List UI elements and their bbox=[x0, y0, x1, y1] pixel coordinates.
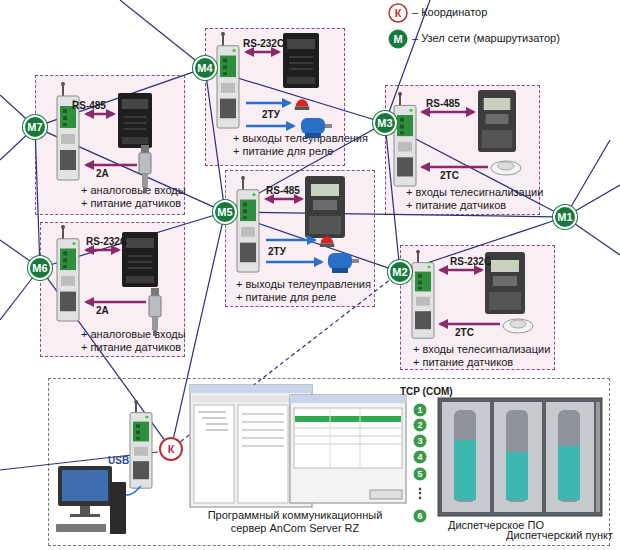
legend-text: – Координатор bbox=[412, 6, 487, 19]
remote-site-box: + аналоговые входы + питание датчиков bbox=[35, 75, 185, 215]
feature-note: + аналоговые входы + питание датчиков bbox=[81, 184, 188, 210]
signal-label: 2ТУ bbox=[262, 109, 280, 121]
legend-letter: М bbox=[390, 33, 406, 45]
ellipsis-mark: ⋮ bbox=[413, 487, 427, 499]
node-label: М1 bbox=[557, 211, 572, 223]
signal-label: 2ТУ bbox=[268, 246, 286, 258]
interface-label: RS-485 bbox=[426, 98, 460, 110]
legend-text: – Узел сети (маршрутизатор) bbox=[412, 32, 560, 45]
channel-number: 4 bbox=[413, 451, 427, 463]
node-label: М6 bbox=[32, 262, 47, 274]
software-caption: Программный коммуникационный сервер AnCo… bbox=[207, 509, 384, 535]
coordinator-node: К bbox=[159, 437, 183, 461]
channel-number: 3 bbox=[413, 435, 427, 447]
router-node: М7 bbox=[23, 115, 47, 139]
channel-number: 6 bbox=[413, 510, 427, 522]
interface-label: RS-232C bbox=[450, 256, 491, 268]
node-label: М4 bbox=[197, 62, 212, 74]
channel-number: 5 bbox=[413, 468, 427, 480]
node-label: М5 bbox=[217, 206, 232, 218]
remote-site-box: + входы телесигнализации + питание датчи… bbox=[385, 85, 540, 215]
protocol-label: TCP (COM) bbox=[400, 386, 453, 398]
router-node: М4 bbox=[193, 56, 217, 80]
channel-number: 2 bbox=[413, 419, 427, 431]
interface-label: RS-485 bbox=[266, 185, 300, 197]
offpage-link bbox=[120, 0, 205, 68]
feature-note: + аналоговые входы + питание датчиков bbox=[81, 328, 188, 354]
interface-label: RS-232C bbox=[243, 38, 284, 50]
signal-label: 2ТС bbox=[440, 170, 459, 182]
feature-note: + выходы телеуправления + питание для ре… bbox=[233, 132, 370, 158]
offpage-link bbox=[565, 140, 610, 217]
feature-note: + выходы телеуправления + питание для ре… bbox=[236, 278, 373, 304]
signal-label: 2А bbox=[96, 168, 109, 180]
feature-note: + входы телесигнализации + питание датчи… bbox=[406, 186, 546, 212]
interface-label: RS-485 bbox=[72, 100, 106, 112]
signal-label: 2ТС bbox=[455, 327, 474, 339]
channel-number: 1 bbox=[413, 404, 427, 416]
node-label: М2 bbox=[392, 266, 407, 278]
node-label: М3 bbox=[377, 117, 392, 129]
legend-letter: К bbox=[390, 7, 406, 19]
router-node: М5 bbox=[213, 200, 237, 224]
router-node: М2 bbox=[388, 260, 412, 284]
port-label: USB bbox=[108, 455, 129, 467]
router-node: М1 bbox=[553, 205, 577, 229]
node-label: М7 bbox=[27, 121, 42, 133]
feature-note: + входы телесигнализации + питание датчи… bbox=[413, 343, 553, 369]
software-caption: Диспетчерское ПО bbox=[448, 519, 544, 532]
router-node: М3 bbox=[373, 111, 397, 135]
legend-symbol bbox=[389, 4, 407, 48]
router-node: М6 bbox=[28, 256, 52, 280]
remote-site-box: + выходы телеуправления + питание для ре… bbox=[225, 170, 375, 307]
node-label: К bbox=[168, 443, 175, 455]
legend-symbol bbox=[389, 4, 407, 22]
interface-label: RS-232C bbox=[86, 236, 127, 248]
legend-symbol bbox=[389, 30, 407, 48]
signal-label: 2А bbox=[96, 305, 109, 317]
